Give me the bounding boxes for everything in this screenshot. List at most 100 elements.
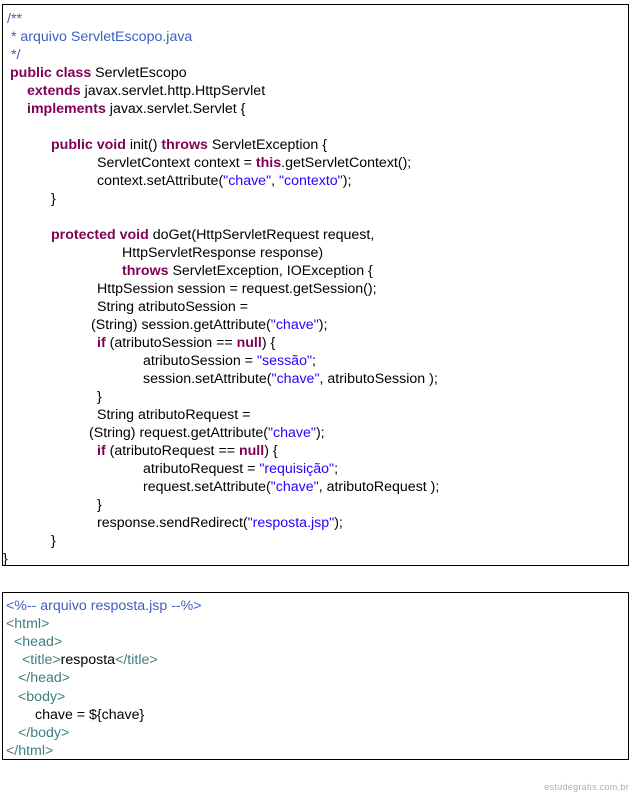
jsp-token: chave = ${chave} (35, 706, 145, 723)
java-token: "requisição" (259, 461, 335, 477)
jsp-line-2: <html> (6, 615, 49, 633)
java-token: ); (315, 425, 325, 441)
java-token: ServletException { (207, 137, 327, 153)
java-token: /** (7, 11, 22, 27)
jsp-line-6: <body> (18, 688, 65, 706)
java-token: "chave" (271, 371, 320, 387)
java-token: ; (312, 353, 316, 369)
java-code-panel: /** * arquivo ServletEscopo.java */ publi… (2, 4, 629, 567)
java-token: ServletContext context = (97, 155, 256, 171)
java-token: "chave" (268, 425, 316, 441)
java-token: ; (334, 461, 339, 477)
java-line-25: if (atributoRequest == null) { (97, 442, 278, 460)
java-token: , atributoSession ); (319, 371, 438, 387)
jsp-line-9: </html> (6, 742, 53, 760)
java-line-27: request.setAttribute("chave", atributoRe… (143, 478, 439, 496)
java-line-14: HttpServletResponse response) (122, 244, 323, 262)
java-token: ) { (264, 443, 278, 459)
java-token: String atributoRequest = (97, 407, 251, 423)
java-token: if (97, 443, 106, 459)
java-line-2: * arquivo ServletEscopo.java (7, 28, 192, 46)
java-token: (String) request.getAttribute( (89, 425, 268, 441)
java-token: .getServletContext(); (281, 155, 412, 171)
java-token: "sessão" (256, 353, 312, 369)
jsp-line-3: <head> (14, 633, 62, 651)
java-line-29: response.sendRedirect("resposta.jsp"); (97, 514, 343, 532)
java-line-16: HttpSession session = request.getSession… (97, 280, 377, 298)
java-token: "chave" (223, 173, 272, 189)
java-line-30: } (51, 532, 56, 550)
java-token: doGet(HttpServletRequest request, (148, 227, 375, 243)
java-line-26: atributoRequest = "requisição"; (143, 460, 338, 478)
jsp-token: <%-- arquivo resposta.jsp --%> (6, 598, 202, 614)
java-line-19: if (atributoSession == null) { (97, 334, 275, 352)
java-line-10: context.setAttribute("chave", "contexto"… (97, 172, 351, 190)
java-token: , atributoRequest ); (318, 479, 440, 495)
java-token: response.sendRedirect( (97, 515, 248, 531)
java-token: ) { (261, 335, 276, 351)
java-token: (atributoRequest == (105, 443, 239, 459)
java-token: "resposta.jsp" (247, 515, 335, 531)
java-line-13: protected void doGet(HttpServletRequest … (51, 226, 374, 244)
java-line-5: extends javax.servlet.http.HttpServlet (27, 82, 265, 100)
jsp-line-4: <title>resposta</title> (22, 651, 158, 669)
java-token: (String) session.getAttribute( (91, 317, 271, 333)
java-token: context.setAttribute( (97, 173, 224, 189)
java-line-17: String atributoSession = (97, 298, 248, 316)
jsp-line-7: chave = ${chave} (35, 706, 144, 724)
java-token: HttpServletResponse response) (122, 245, 324, 261)
java-token: (atributoSession == (105, 335, 237, 351)
java-line-9: ServletContext context = this.getServlet… (97, 154, 411, 172)
java-line-24: (String) request.getAttribute("chave"); (89, 424, 325, 442)
java-token: * arquivo ServletEscopo.java (7, 29, 193, 45)
jsp-token: </head> (18, 670, 71, 687)
java-token: ); (334, 515, 343, 531)
java-token: javax.servlet.Servlet { (105, 101, 246, 117)
java-line-1: /** (7, 10, 22, 28)
jsp-line-5: </head> (18, 669, 70, 687)
java-token: , (271, 173, 279, 189)
java-token: session.setAttribute( (143, 371, 272, 387)
jsp-token: <head> (14, 634, 63, 651)
java-token: } (51, 191, 56, 207)
java-token: } (97, 389, 102, 405)
java-token: ServletEscopo (91, 65, 187, 81)
java-line-8: public void init() throws ServletExcepti… (51, 136, 327, 154)
java-token: request.setAttribute( (143, 479, 271, 495)
java-line-21: session.setAttribute("chave", atributoSe… (143, 370, 438, 388)
java-token: ); (318, 317, 328, 333)
java-token: null (236, 335, 262, 351)
java-line-20: atributoSession = "sessão"; (143, 352, 316, 370)
java-token: } (51, 533, 56, 549)
java-token: null (238, 443, 265, 459)
jsp-token: </title> (115, 652, 158, 669)
jsp-token: </body> (18, 724, 70, 741)
jsp-line-8: </body> (18, 724, 69, 742)
java-token: protected void (51, 227, 149, 243)
watermark: estudegratis.com.br (544, 782, 629, 792)
java-token: String atributoSession = (97, 299, 249, 315)
java-token: implements (27, 101, 106, 117)
java-line-18: (String) session.getAttribute("chave"); (91, 316, 327, 334)
java-token: } (97, 497, 102, 513)
jsp-line-1: <%-- arquivo resposta.jsp --%> (6, 597, 202, 615)
jsp-token: <body> (18, 688, 66, 705)
java-line-22: } (97, 388, 102, 406)
java-line-6: implements javax.servlet.Servlet { (27, 100, 245, 118)
jsp-code-panel: <%-- arquivo resposta.jsp --%><html><hea… (2, 592, 629, 760)
java-token: throws (161, 137, 208, 153)
java-token: this (255, 155, 282, 171)
java-token: */ (7, 47, 21, 63)
java-token: init() (125, 137, 162, 153)
java-token: javax.servlet.http.HttpServlet (80, 83, 266, 99)
java-token: ServletException, IOException { (168, 263, 373, 279)
jsp-token: </html> (6, 742, 54, 759)
java-token: } (3, 551, 8, 567)
java-token: ); (342, 173, 352, 189)
java-token: "chave" (270, 479, 319, 495)
java-token: "contexto" (279, 173, 343, 189)
java-token: extends (27, 83, 81, 99)
java-line-28: } (97, 496, 102, 514)
java-line-3: */ (7, 46, 20, 64)
jsp-token: <title> (22, 652, 61, 669)
